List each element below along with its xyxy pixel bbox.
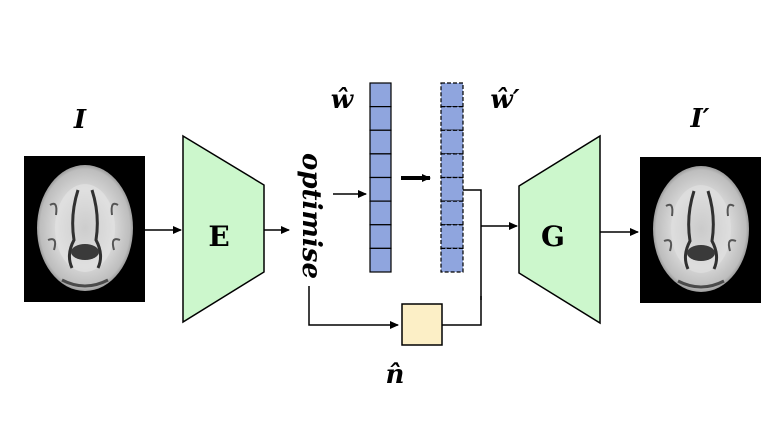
encoder-label: E [208, 220, 229, 253]
noise-label: n̂ [386, 360, 405, 390]
encoder-block: E [182, 134, 265, 324]
output-brain-image [640, 157, 761, 303]
input-image-label: I [73, 105, 87, 135]
output-image-label: I′ [689, 104, 709, 134]
latent-w-cell [369, 224, 392, 249]
latent-w-cell [369, 247, 392, 273]
latent-w-prime-cell [440, 224, 464, 249]
latent-w-prime-cell [440, 129, 464, 155]
generator-label: G [541, 220, 565, 253]
connector-noise-to-generator [442, 296, 482, 326]
latent-vector-w-prime [440, 82, 464, 273]
latent-w-cell [369, 106, 392, 131]
latent-w-cell [369, 176, 392, 202]
latent-w-prime-cell [440, 153, 464, 179]
latent-w-prime-cell [440, 82, 464, 108]
connector-latent-to-generator [463, 189, 482, 300]
latent-w-prime-label: ŵ′ [490, 85, 519, 115]
latent-w-cell [369, 153, 392, 179]
latent-vector-w [369, 82, 392, 273]
noise-block [401, 303, 443, 346]
connector-optimise-to-noise [308, 286, 399, 329]
latent-w-prime-cell [440, 247, 464, 273]
input-brain-image [24, 156, 145, 302]
optimise-label: optimise [296, 153, 326, 279]
latent-w-cell [369, 82, 392, 108]
latent-w-prime-cell [440, 106, 464, 131]
latent-w-cell [369, 129, 392, 155]
latent-w-prime-cell [440, 176, 464, 202]
latent-w-label: ŵ [331, 85, 355, 115]
generator-block: G [518, 134, 601, 325]
latent-w-prime-cell [440, 200, 464, 226]
latent-w-cell [369, 200, 392, 226]
